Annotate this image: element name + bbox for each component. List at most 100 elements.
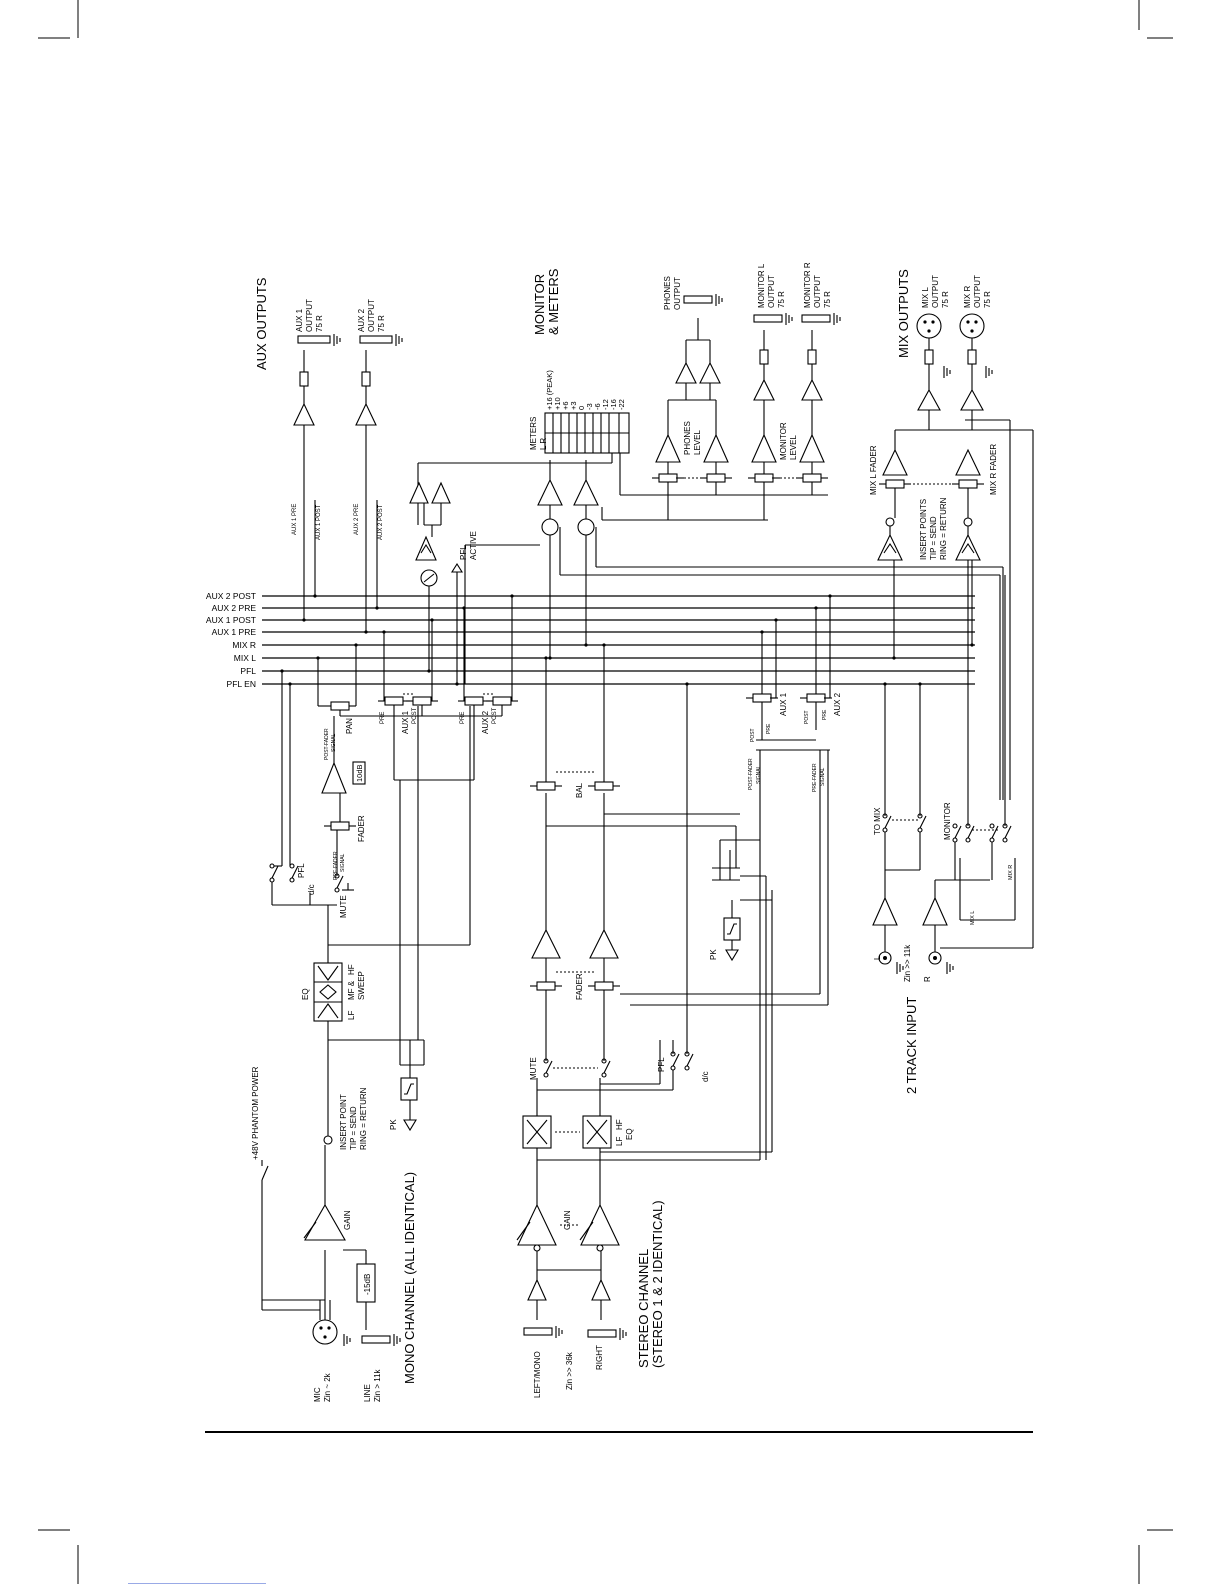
mono-aux1-post-pot[interactable] [405,696,439,706]
two-track-zin-label: Zin >> 11k [903,944,912,982]
meter-scale-label: -22 [617,399,626,410]
stereo-post-fader-label: POST-FADER [748,758,754,790]
mix-r-xlr-icon [959,313,985,339]
monitor-r-output-label: OUTPUT [813,275,822,308]
mix-l-output-label: OUTPUT [931,275,940,308]
mono-aux2-label: AUX 2 [481,710,490,734]
meter-scale-label: -3 [585,403,594,410]
meter-scale-label: -12 [601,399,610,410]
stereo-left-label: LEFT/MONO [533,1351,542,1398]
phones-level-label: PHONES [683,421,692,455]
meters-channels-label: L R [539,438,548,450]
mix-r-return-label: MIX R [1008,865,1014,880]
mix-r-output-label: OUTPUT [973,275,982,308]
bus-label: PFL [240,666,256,676]
monitor-level-pot[interactable] [747,473,781,483]
monitor-source-switch[interactable] [952,823,962,843]
mono-eq-label: EQ [301,988,310,1000]
line-label: LINE [363,1384,372,1402]
stereo-post-label: POST [750,728,756,742]
mic-label: MIC [313,1387,322,1402]
stereo-pk-led-icon [725,949,739,962]
stereo-gain-amp-l [517,1203,557,1246]
mono-aux2-pre-pot[interactable] [457,696,491,706]
mono-channel-block: MIC Zin ~ 2k LINE Zin > 11k +48V PHANTOM… [251,596,519,1402]
stereo-fader-r[interactable] [587,981,621,991]
insert-points-label: TIP = SEND [929,516,938,560]
mono-pfl-switch[interactable] [269,863,279,883]
stereo-channel-heading: STEREO CHANNEL [636,1249,651,1368]
mono-eq-block [313,962,343,1022]
stereo-eq-label: EQ [625,1128,634,1140]
phones-output-label: OUTPUT [673,277,682,310]
monitor-level-pot[interactable] [795,473,829,483]
stereo-pfl-switch[interactable] [684,1051,694,1071]
monitor-source-switch[interactable] [989,823,999,843]
monitor-l-output-label: MONITOR L [757,263,766,308]
mono-gain-label: GAIN [343,1210,352,1230]
line-label: Zin > 11k [373,1368,382,1402]
aux2-output-label: 75 R [377,315,386,332]
bus-junctions [280,594,974,686]
meter-bargraph [544,412,630,454]
stereo-eq-band-label: HF [615,1119,624,1130]
stereo-fader-l[interactable] [529,981,563,991]
stereo-bal-r[interactable] [587,781,621,791]
bus-labels: AUX 2 POST AUX 2 PRE AUX 1 POST AUX 1 PR… [206,591,256,689]
phones-level-pot[interactable] [699,473,733,483]
meter-scale-label: -6 [593,403,602,410]
mix-l-fader-label: MIX L FADER [869,445,878,495]
left-jack-icon [523,1325,563,1339]
monitor-l-jack-icon [753,312,793,326]
stereo-eq-band-label: LF [615,1137,624,1146]
meter-scale-label: +16 (PEAK) [545,370,554,410]
stereo-aux2-label: AUX 2 [833,692,842,716]
insert-point-label: TIP = SEND [349,1106,358,1150]
monitor-r-jack-icon [801,312,841,326]
phones-level-pot[interactable] [651,473,685,483]
aux2-post-label: AUX 2 POST [378,504,384,540]
mono-aux2-post-pot[interactable] [485,696,519,706]
stereo-mute-switch-r[interactable] [601,1058,611,1078]
bus-label: AUX 2 POST [206,591,256,601]
to-mix-label: TO MIX [873,807,882,835]
mono-eq-band-label: HF [347,964,356,975]
mix-r-output-label: MIX R [963,286,972,308]
mono-aux1-label: AUX 1 [401,710,410,734]
monitor-r-output-label: MONITOR R [803,262,812,308]
stereo-aux1-label: AUX 1 [779,692,788,716]
two-track-heading: 2 TRACK INPUT [904,997,919,1094]
aux2-output-amp [355,402,377,426]
post-fader-label: SIGNAL [331,733,337,752]
meters-heading: & METERS [546,268,561,335]
insert-point-label: RING = RETURN [359,1087,368,1150]
stereo-pfl-switch[interactable] [670,1051,680,1071]
phones-output-label: PHONES [663,276,672,310]
to-mix-switch[interactable] [917,813,927,833]
mono-fader-pot[interactable] [323,821,357,831]
stereo-channel-block: LEFT/MONO Zin >> 36k RIGHT GAIN LF HF EQ [516,596,842,1398]
mix-outputs-block: MIX L OUTPUT 75 R MIX R OUTPUT 75 R MIX … [869,275,1033,658]
meters-label: METERS [529,417,538,450]
mono-aux1-pre-pot[interactable] [377,696,411,706]
stereo-pre-label: PRE [766,723,772,734]
monitor-meters-block: PFL ACTIVE ME [409,262,1003,684]
to-mix-switch[interactable] [882,813,892,833]
monitor-source-switch[interactable] [965,823,975,843]
stereo-bal-label: BAL [575,782,584,798]
insert-points-label: INSERT POINTS [919,499,928,560]
mono-pk-label: PK [389,1119,398,1130]
stereo-post-label: POST [804,710,810,724]
two-track-l-label: L [873,955,882,960]
mix-l-output-label: 75 R [941,291,950,308]
meter-scale-label: +3 [569,401,578,410]
monitor-switch-label: MONITOR [943,802,952,840]
mix-l-output-label: MIX L [921,287,930,308]
stereo-pre-label: PRE [822,709,828,720]
mic-xlr-icon [312,1319,338,1345]
stereo-bal-l[interactable] [529,781,563,791]
stereo-mute-switch-l[interactable] [543,1058,553,1078]
mix-r-fader-pot[interactable] [951,479,985,489]
monitor-source-switch[interactable] [1002,823,1012,843]
mono-pan-pot[interactable] [323,701,357,711]
